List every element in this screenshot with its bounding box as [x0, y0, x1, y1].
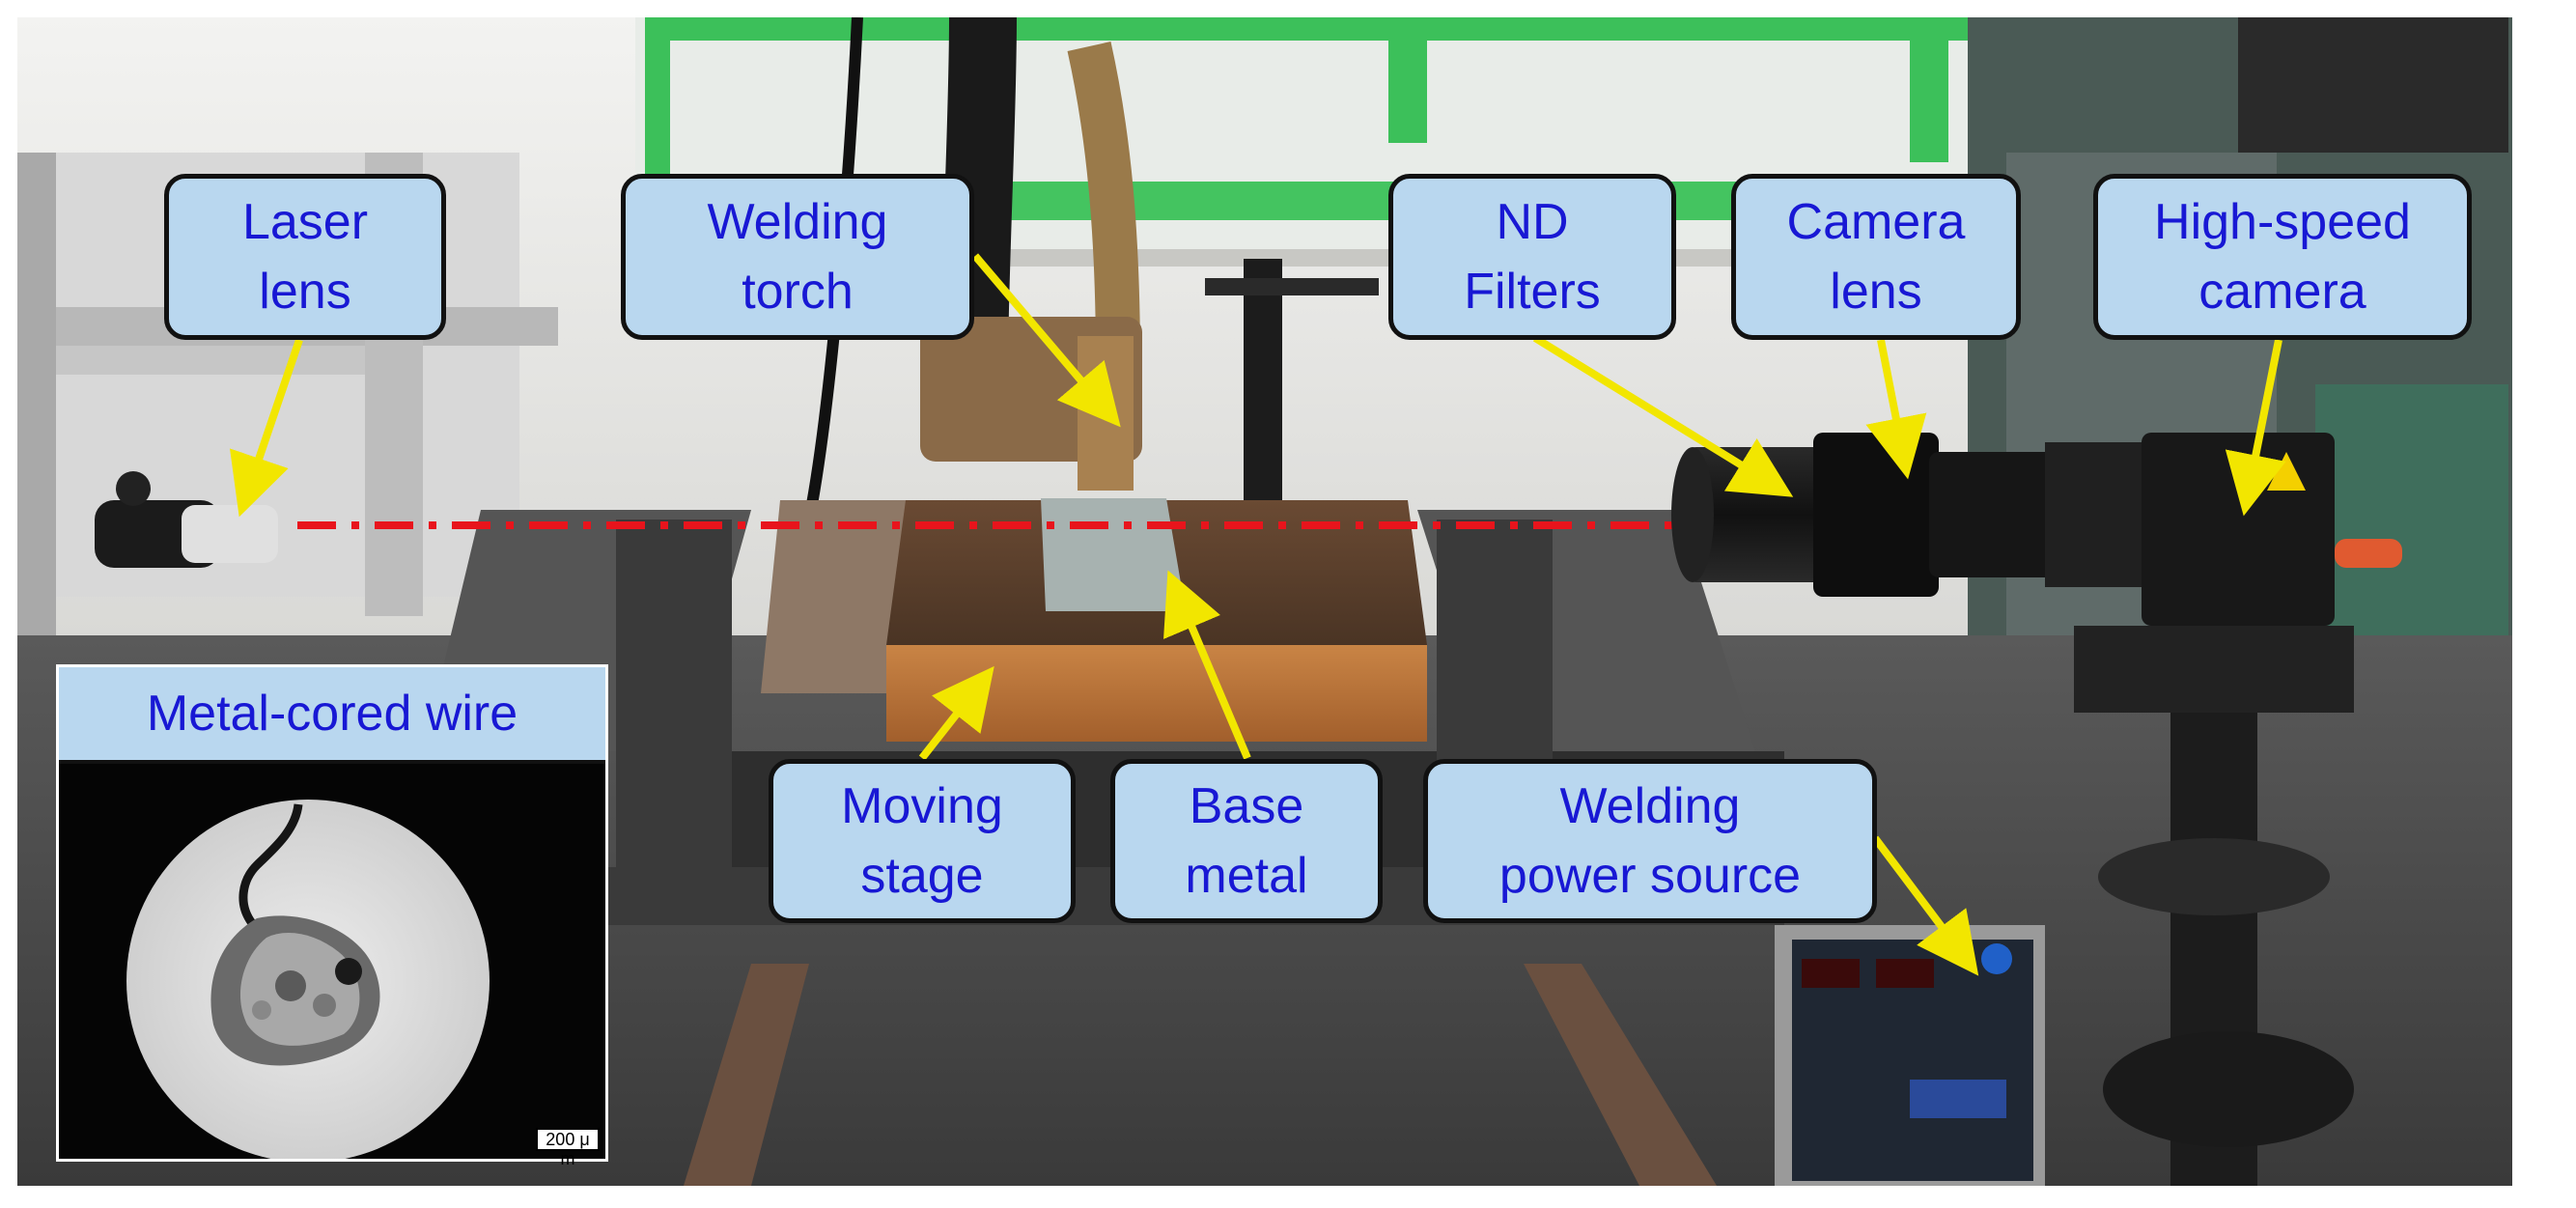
label-laser-lens: Laser lens: [164, 174, 446, 340]
label-moving-stage: Moving stage: [769, 759, 1076, 923]
label-welding-torch: Welding torch: [621, 174, 974, 340]
metal-cored-wire-inset: Metal-cored wire 200 μ m: [56, 664, 608, 1168]
label-nd-filters: ND Filters: [1388, 174, 1676, 340]
label-welding-power-source: Welding power source: [1423, 759, 1877, 923]
scale-bar: 200 μ m: [536, 1128, 600, 1168]
label-high-speed-camera: High-speed camera: [2093, 174, 2472, 340]
wire-cross-section-micrograph: [59, 764, 605, 1159]
label-camera-lens: Camera lens: [1731, 174, 2021, 340]
label-base-metal: Base metal: [1110, 759, 1383, 923]
inset-title: Metal-cored wire: [59, 667, 605, 764]
